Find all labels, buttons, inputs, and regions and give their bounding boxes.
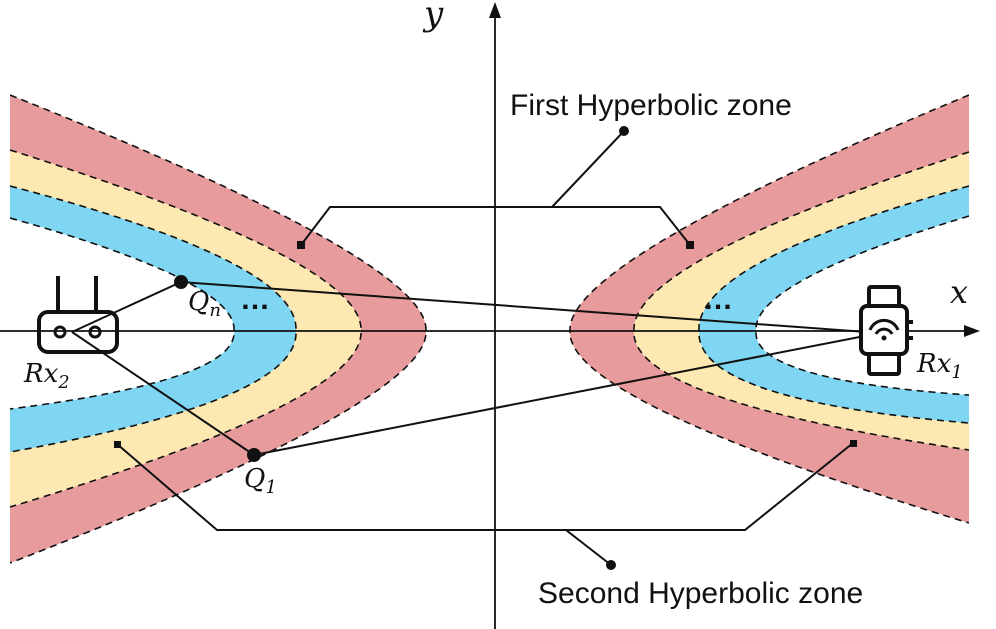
right-outer-band (569, 95, 969, 523)
smartwatch-icon (859, 285, 913, 376)
router-led-left (53, 325, 67, 339)
router-led-right (88, 325, 102, 339)
y-axis-arrowhead (489, 2, 501, 18)
right-middle-band (633, 152, 969, 450)
rx1-label: Rx1 (916, 349, 963, 383)
left-outer-band (10, 95, 427, 563)
q1-label: Q1 (244, 464, 277, 498)
first-zone-leader-dot (619, 126, 629, 136)
first-zone-label: First Hyperbolic zone (510, 89, 792, 122)
left-boundary-4 (10, 217, 235, 410)
right-boundary-4 (755, 215, 969, 396)
wifi-dot (881, 335, 887, 341)
first-zone-callout (300, 206, 691, 246)
wifi-arc-inner (874, 327, 894, 335)
x-axis-arrowhead (964, 325, 980, 337)
ellipsis-left: … (240, 283, 270, 316)
path-q1-to-rx1 (253, 332, 881, 456)
second-zone-marker-right (850, 440, 857, 447)
left-boundary-1 (10, 94, 427, 564)
first-zone-leader (551, 130, 625, 208)
second-zone-callout (116, 442, 854, 531)
right-hyperbolic-bands (569, 94, 969, 524)
qn-label: Qn (188, 287, 221, 321)
right-inner-band (698, 186, 969, 423)
path-rx2-to-qn (71, 281, 182, 333)
second-zone-leader-dot (606, 560, 616, 570)
first-zone-marker-left (297, 241, 305, 249)
left-boundary-3 (10, 185, 297, 453)
rx2-label: Rx2 (23, 359, 70, 393)
second-zone-leader (565, 529, 612, 566)
y-axis-label: y (422, 0, 444, 34)
second-zone-marker-left (114, 441, 121, 448)
watch-strap-bottom (867, 352, 901, 376)
first-zone-marker-right (686, 241, 694, 249)
point-qn (174, 275, 188, 289)
path-qn-to-rx1 (180, 281, 881, 334)
ellipsis-right: … (703, 283, 733, 316)
left-band-boundaries (10, 94, 427, 564)
left-middle-band (10, 150, 362, 507)
left-hyperbolic-bands (10, 94, 427, 564)
callout-endpoints (114, 126, 857, 570)
second-zone-label: Second Hyperbolic zone (538, 577, 863, 610)
wifi-arc-outer (868, 318, 900, 331)
zone-callouts (116, 130, 854, 566)
point-q1 (247, 448, 261, 462)
x-axis-label: x (950, 273, 968, 311)
left-inner-band (10, 186, 297, 452)
router-icon (37, 276, 119, 354)
router-body (37, 310, 119, 354)
